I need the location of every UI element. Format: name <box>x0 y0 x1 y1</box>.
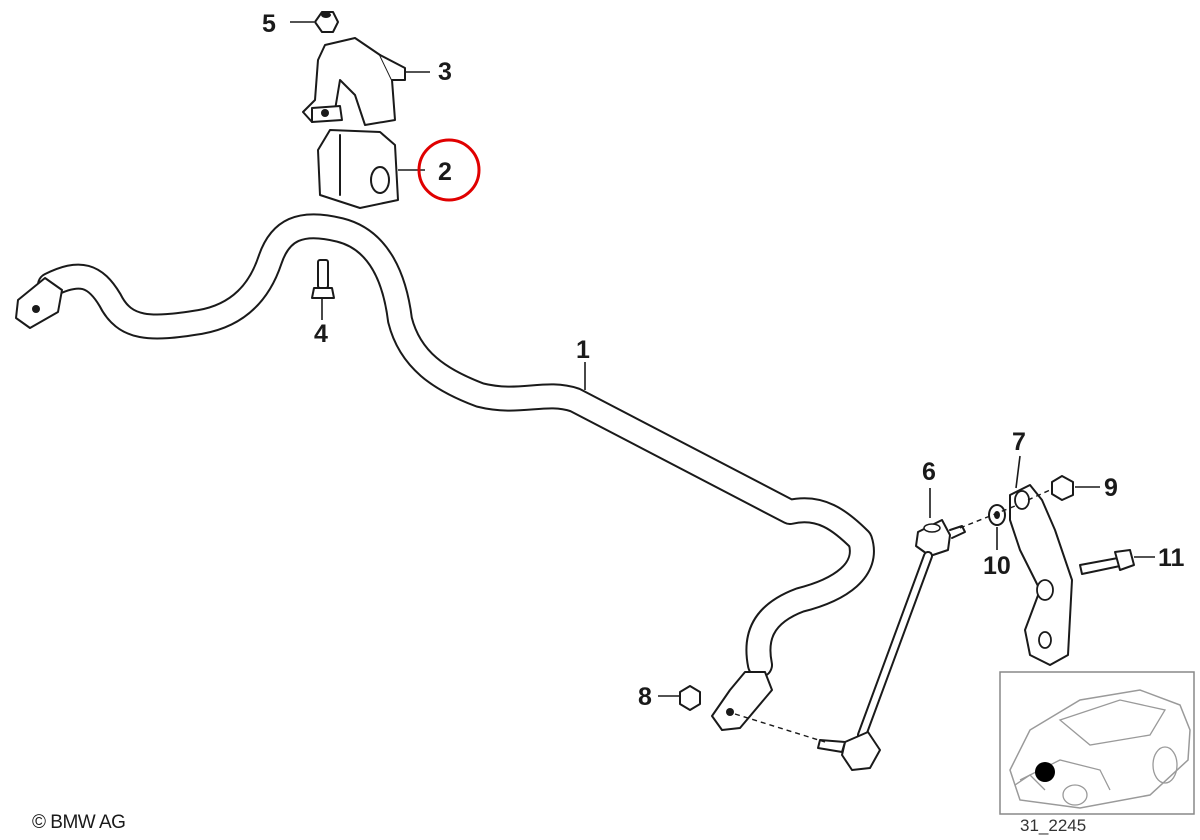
assembly-line-3 <box>1027 489 1051 501</box>
label-part-1[interactable]: 1 <box>576 336 590 364</box>
rubber-mounting[interactable] <box>317 129 399 209</box>
assembly-line-2 <box>959 505 1016 529</box>
label-part-4[interactable]: 4 <box>314 320 328 348</box>
label-part-5[interactable]: 5 <box>262 10 276 38</box>
label-part-8[interactable]: 8 <box>638 683 652 711</box>
label-part-11[interactable]: 11 <box>1158 544 1185 572</box>
leader-7 <box>1015 455 1021 489</box>
label-part-9[interactable]: 9 <box>1104 474 1118 502</box>
highlight-circle <box>417 138 481 202</box>
vehicle-thumbnail[interactable] <box>999 671 1195 815</box>
copyright-text: © BMW AG <box>32 812 126 833</box>
stabilizer-bracket[interactable] <box>302 37 406 126</box>
stabilizer-bar[interactable] <box>15 213 875 731</box>
bolt-4[interactable] <box>311 259 335 299</box>
nut-9[interactable] <box>1051 475 1074 501</box>
label-part-2[interactable]: 2 <box>438 158 452 186</box>
bolt-11[interactable] <box>1079 549 1135 575</box>
label-part-6[interactable]: 6 <box>922 458 936 486</box>
link-rod[interactable] <box>817 519 966 771</box>
label-part-10[interactable]: 10 <box>983 552 1011 580</box>
nut-5[interactable] <box>314 11 339 33</box>
label-part-7[interactable]: 7 <box>1012 428 1026 456</box>
label-part-3[interactable]: 3 <box>438 58 452 86</box>
stabilizer-support[interactable] <box>1009 484 1073 666</box>
washer-10[interactable] <box>988 504 1006 526</box>
assembly-line-1 <box>734 713 826 743</box>
diagram-code: 31_2245 <box>1020 816 1087 835</box>
nut-8[interactable] <box>679 685 701 711</box>
